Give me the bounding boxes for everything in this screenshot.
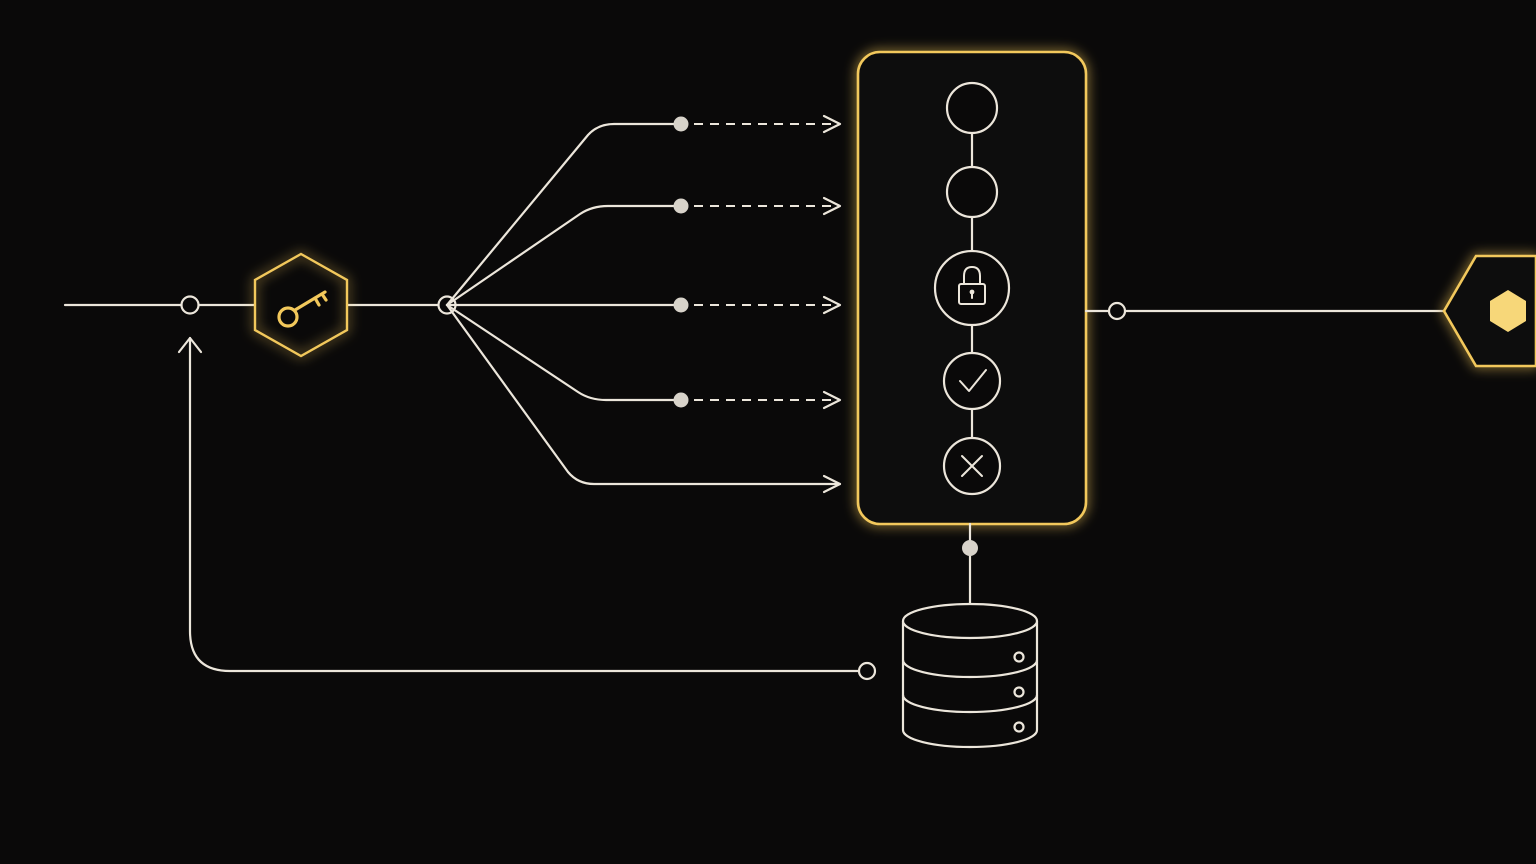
hexagon-icon — [1490, 290, 1526, 332]
database-icon — [901, 602, 1039, 749]
step-check-node — [942, 351, 1002, 411]
key-icon — [277, 290, 328, 328]
step-lock-node — [933, 249, 1011, 327]
database-output-node — [857, 661, 877, 681]
branch-3-node — [673, 297, 689, 313]
feedback-loop-line — [188, 336, 869, 673]
branch-2-node — [673, 198, 689, 214]
check-icon — [959, 369, 987, 392]
branch-4-node — [673, 392, 689, 408]
fan-out-branches — [445, 114, 842, 494]
branch-5-path — [445, 303, 842, 494]
branch-4-path — [445, 303, 683, 402]
branch-1-path — [445, 122, 683, 307]
step-2-node — [945, 165, 999, 219]
feedback-arrow-icon — [177, 336, 203, 354]
step-1-node — [945, 81, 999, 135]
database-link-node — [962, 540, 978, 556]
branch-1-node — [673, 116, 689, 132]
branch-2-path — [445, 204, 683, 307]
lock-icon — [958, 266, 986, 305]
output-junction-node — [1107, 301, 1127, 321]
input-junction-node — [180, 295, 200, 315]
key-node — [253, 252, 349, 358]
x-icon — [961, 455, 983, 477]
